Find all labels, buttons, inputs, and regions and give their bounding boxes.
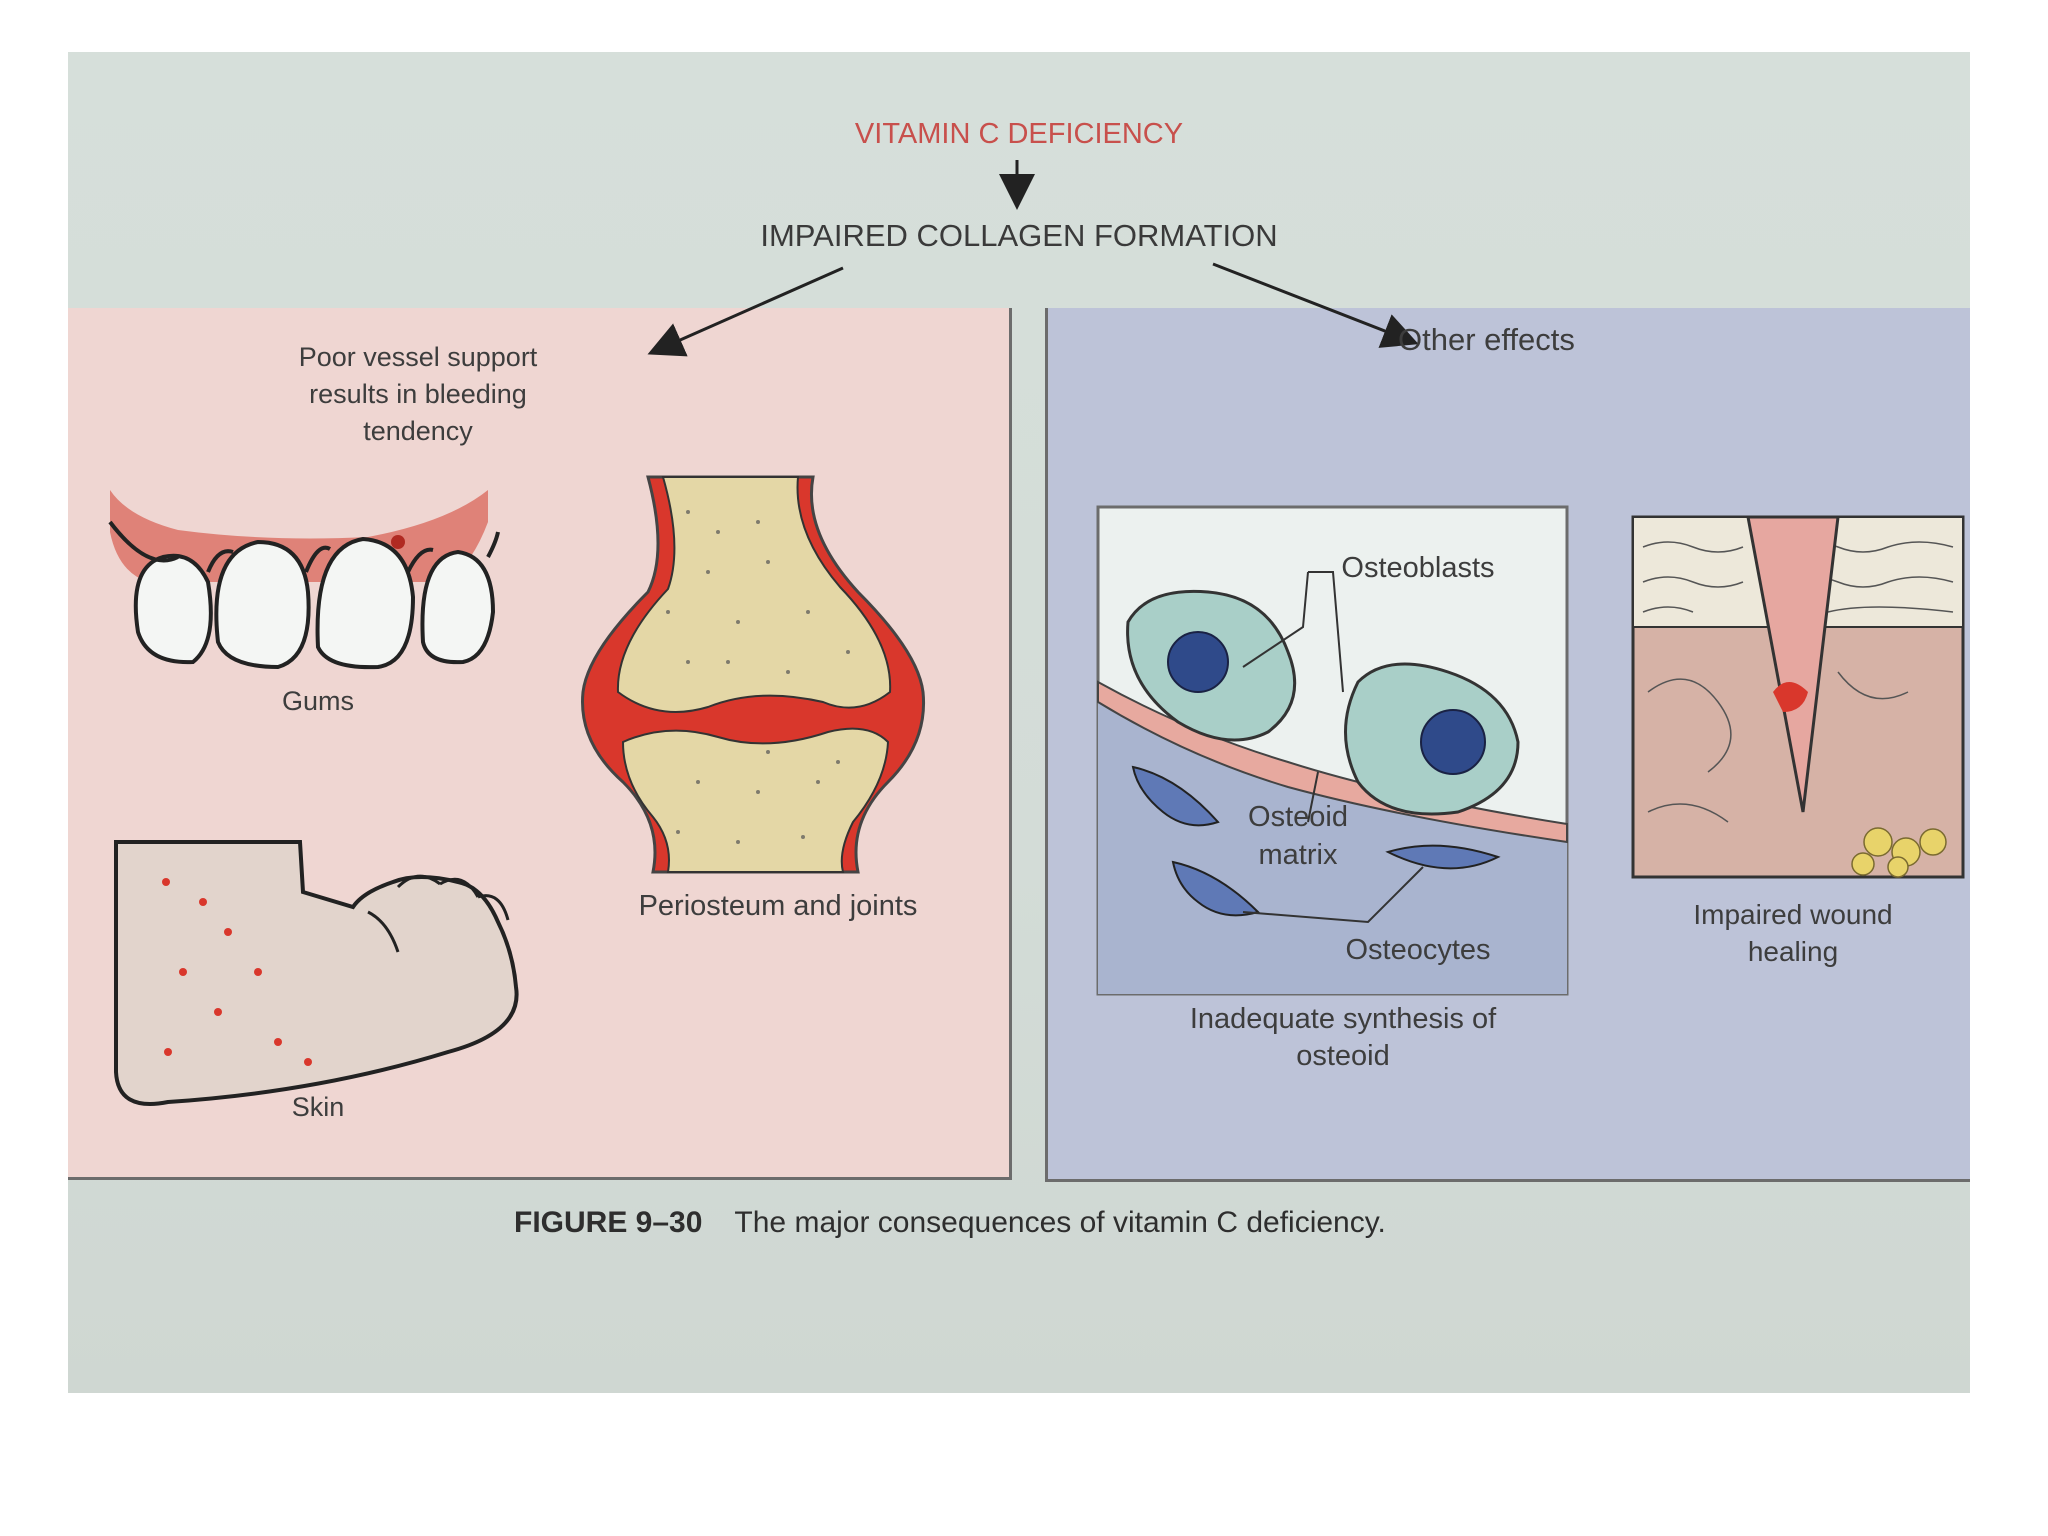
diagram-subtitle: IMPAIRED COLLAGEN FORMATION (760, 218, 1278, 253)
osteoid-cells-illustration (1096, 505, 1569, 996)
diagram-illustrations (108, 160, 1965, 1106)
figure-caption: FIGURE 9–30 The major consequences of vit… (514, 1206, 1386, 1240)
foot-skin-illustration (114, 840, 519, 1106)
right-panel-heading: Other effects (1398, 322, 1575, 357)
arrow-to-bleeding (647, 266, 844, 357)
figure-caption-text: The major consequences of vitamin C defi… (734, 1206, 1386, 1239)
wound-tissue-illustration (1631, 515, 1965, 879)
textbook-figure-photo: VITAMIN C DEFICIENCY IMPAIRED COLLAGEN F… (68, 52, 1970, 1393)
wound-healing-label: Impaired wound healing (1693, 899, 1893, 967)
left-panel-heading: Poor vessel support results in bleeding … (298, 342, 538, 446)
osteoid-matrix-label: Osteoid matrix (1248, 801, 1348, 871)
gums-label: Gums (281, 686, 354, 716)
diagram-title: VITAMIN C DEFICIENCY (854, 118, 1184, 150)
joint-illustration (581, 475, 926, 874)
osteocytes-label: Osteocytes (1345, 934, 1491, 966)
figure-number: FIGURE 9–30 (514, 1206, 703, 1239)
arrow-to-other-effects (1212, 262, 1419, 348)
periosteum-label: Periosteum and joints (638, 890, 918, 922)
osteoblasts-label: Osteoblasts (1341, 552, 1495, 584)
teeth-gums-illustration (108, 490, 500, 670)
inadequate-synthesis-label: Inadequate synthesis of osteoid (1189, 1003, 1497, 1072)
skin-label: Skin (291, 1092, 345, 1122)
